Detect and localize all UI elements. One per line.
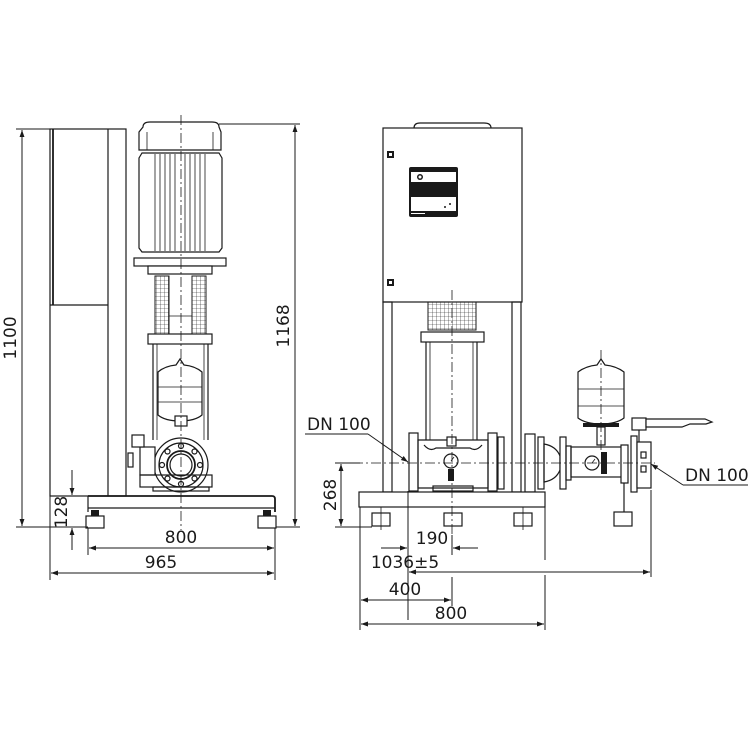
side-view: 1100 1168 128 800 965 xyxy=(1,115,300,580)
front-view: DN 100 DN 100 268 190 1036±5 400 800 xyxy=(305,122,749,630)
pump-column-front xyxy=(425,342,478,440)
coupling-guard-side xyxy=(147,275,213,345)
controller-display xyxy=(409,167,458,217)
base-frame-side xyxy=(85,495,277,529)
dim-dn100-suction-label: DN 100 xyxy=(307,415,371,435)
pump-flange-side xyxy=(127,434,213,493)
pump-column-side xyxy=(152,344,209,440)
dim-190-label: 190 xyxy=(416,529,448,549)
dim-1168-label: 1168 xyxy=(274,304,294,347)
base-frame-front xyxy=(358,491,546,530)
dim-400-label: 400 xyxy=(389,580,421,600)
dim-800-front-label: 800 xyxy=(435,604,467,624)
dim-128-label: 128 xyxy=(52,496,72,528)
dim-dn100-discharge-label: DN 100 xyxy=(685,466,749,486)
dim-965-label: 965 xyxy=(145,553,177,573)
control-cabinet-side xyxy=(49,128,127,497)
dim-1036-label: 1036±5 xyxy=(371,553,439,573)
discharge-manifold xyxy=(570,417,714,527)
front-dimensions xyxy=(305,433,748,630)
dim-800-side-label: 800 xyxy=(165,528,197,548)
dim-268-label: 268 xyxy=(321,479,341,511)
control-cabinet-front xyxy=(382,122,523,303)
dim-1100-label: 1100 xyxy=(1,316,21,359)
side-dimensions xyxy=(16,123,300,580)
motor-side xyxy=(133,121,227,275)
pump-body-front xyxy=(408,432,572,493)
